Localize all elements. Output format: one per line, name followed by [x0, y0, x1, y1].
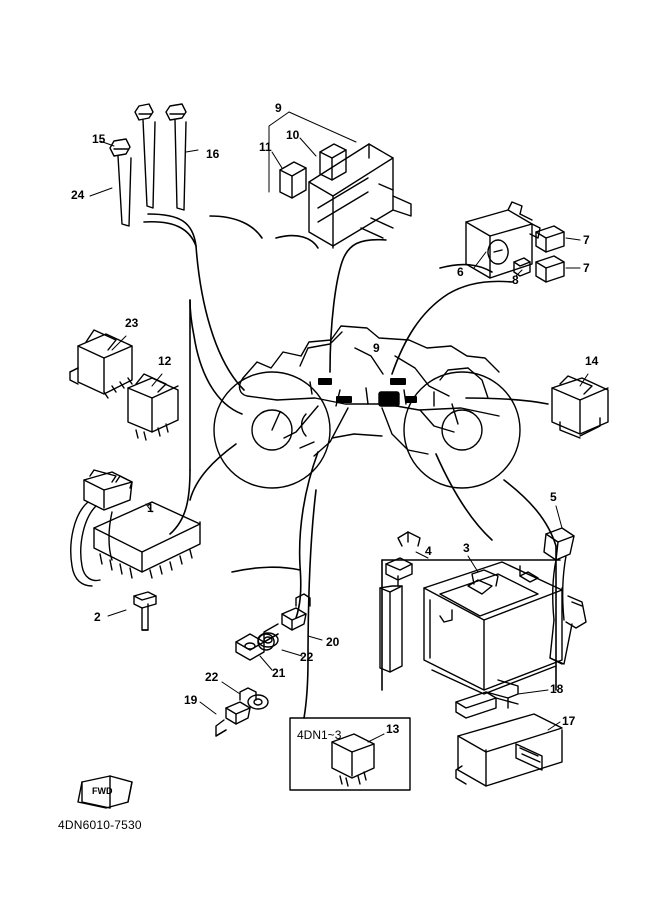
- callout-7-top: 7: [583, 233, 590, 247]
- part-10-fuse: [319, 143, 347, 181]
- callout-5: 5: [550, 490, 557, 504]
- part-1-cdi-unit: [70, 469, 201, 587]
- leader-lines: [143, 213, 561, 719]
- fwd-arrow: [77, 775, 133, 809]
- callout-8: 8: [512, 273, 519, 287]
- callout-10: 10: [286, 128, 300, 142]
- callout-24: 24: [71, 188, 85, 202]
- part-12-relay: [127, 373, 179, 441]
- part-16-cable-tie: [165, 103, 187, 211]
- callout-22-lower: 22: [205, 670, 219, 684]
- callout-4: 4: [425, 544, 432, 558]
- callout-16: 16: [206, 147, 220, 161]
- motorcycle-outline: [213, 325, 521, 489]
- callout-15: 15: [92, 132, 106, 146]
- part-24-cable-tie: [109, 138, 132, 227]
- callout-18: 18: [550, 682, 564, 696]
- callout-19: 19: [184, 693, 198, 707]
- callout-9-bike: 9: [373, 341, 380, 355]
- callout-1: 1: [147, 501, 154, 515]
- part-code: 4DN6010-7530: [58, 818, 142, 832]
- callout-13: 13: [386, 722, 400, 736]
- callout-2: 2: [94, 610, 101, 624]
- callout-7-bottom: 7: [583, 261, 590, 275]
- part-7-connector-bottom: [535, 255, 565, 283]
- part-21-plate: [235, 633, 265, 661]
- callout-12: 12: [158, 354, 172, 368]
- part-3-battery: [423, 561, 563, 695]
- part-11-fuse: [279, 161, 307, 199]
- fwd-label: FWD: [92, 786, 113, 796]
- callout-6: 6: [457, 265, 464, 279]
- callout-21: 21: [272, 666, 286, 680]
- inset-box-label: 4DN1~3: [297, 728, 342, 742]
- part-4-battery-band: [379, 531, 421, 673]
- callout-17: 17: [562, 714, 576, 728]
- callout-3: 3: [463, 541, 470, 555]
- part-2-bolt: [133, 591, 157, 631]
- callout-20: 20: [326, 635, 340, 649]
- callout-11: 11: [259, 140, 272, 154]
- part-18-bracket: [455, 679, 519, 719]
- part-14-component: [551, 375, 609, 439]
- part-5-battery-cable: [543, 527, 587, 665]
- part-6-relay: [465, 201, 541, 279]
- part-22-washer-b: [247, 694, 269, 710]
- part-7-connector-top: [535, 225, 565, 253]
- part-19-sensor: [215, 687, 257, 737]
- callout-9-top: 9: [275, 101, 282, 115]
- callout-22-upper: 22: [300, 650, 314, 664]
- inset-box-13: [289, 717, 411, 791]
- part-22-washer-a: [257, 632, 279, 651]
- part-8-grommet: [513, 257, 531, 277]
- callout-23: 23: [125, 316, 139, 330]
- part-9-fuse-box: [308, 143, 412, 249]
- part-17-ecu: [455, 713, 563, 787]
- part-15-cable-tie: [134, 103, 156, 209]
- callout-14: 14: [585, 354, 599, 368]
- part-23-relay: [69, 329, 133, 399]
